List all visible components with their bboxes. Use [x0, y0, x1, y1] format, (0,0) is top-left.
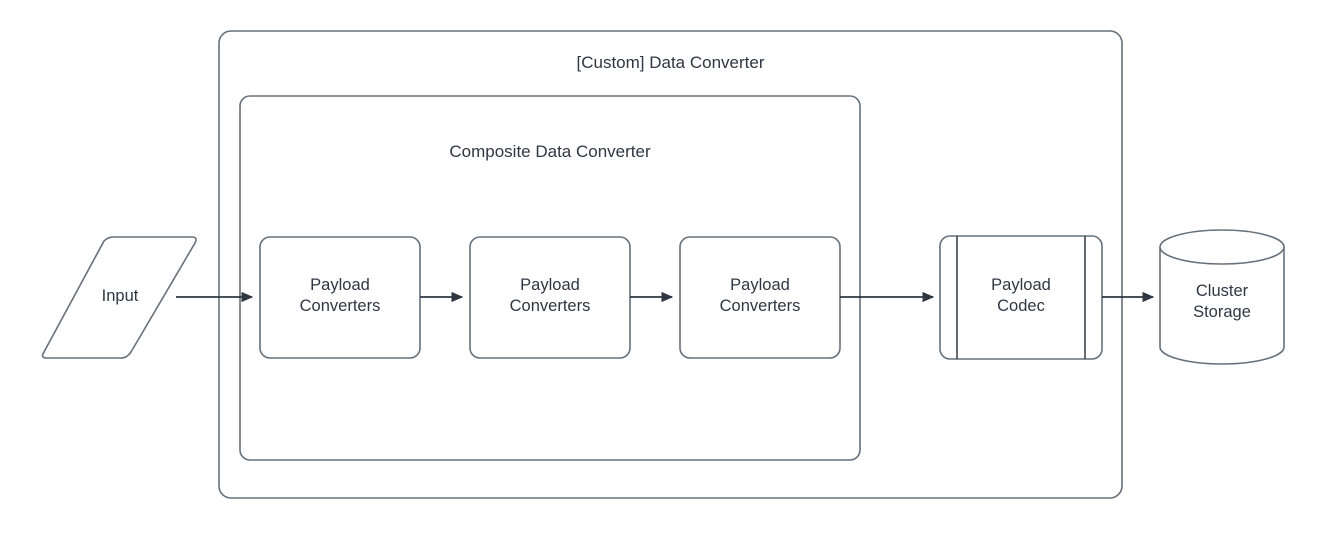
node-cluster-storage-shape[interactable] — [1159, 247, 1285, 365]
node-cluster-storage-top — [1159, 229, 1285, 265]
node-input-shape[interactable] — [41, 236, 197, 359]
node-payload-converters-1-shape[interactable] — [259, 236, 421, 359]
node-payload-codec-shape[interactable] — [939, 235, 1103, 360]
node-payload-converters-3-shape[interactable] — [679, 236, 841, 359]
node-payload-converters-2-shape[interactable] — [469, 236, 631, 359]
